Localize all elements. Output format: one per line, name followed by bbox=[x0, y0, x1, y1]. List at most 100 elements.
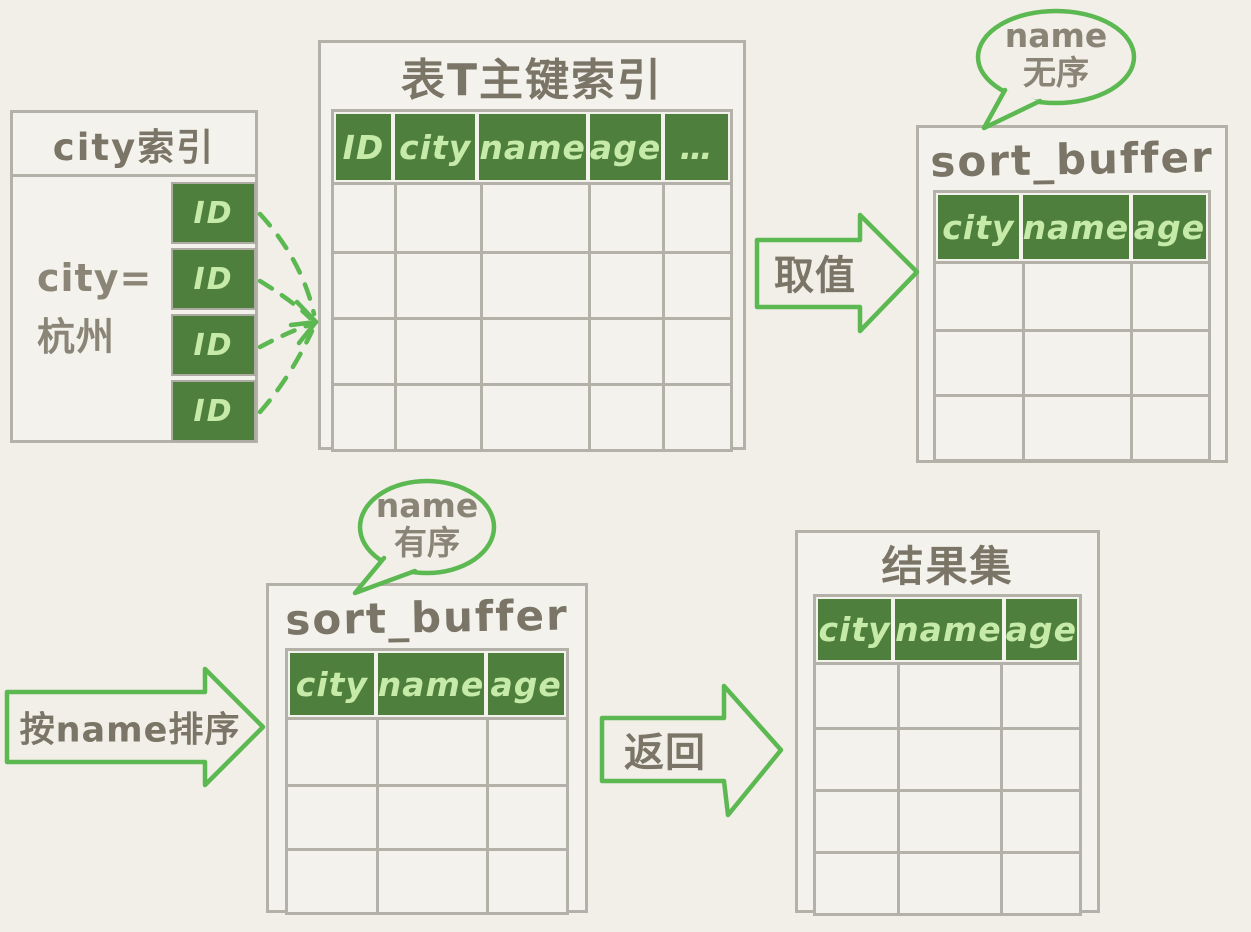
table-body bbox=[288, 717, 566, 912]
table-cell bbox=[662, 317, 730, 383]
table-cell bbox=[588, 251, 662, 317]
sort-buffer-title: sort_buffer bbox=[284, 590, 570, 644]
table-cell bbox=[662, 383, 730, 449]
table-cell bbox=[376, 784, 486, 848]
table-cell bbox=[394, 185, 480, 251]
result-set-title: 结果集 bbox=[881, 542, 1014, 591]
id-lookup-connector-lines bbox=[257, 211, 319, 415]
connector-arrowhead-icon bbox=[288, 299, 319, 346]
table-cell bbox=[1129, 329, 1208, 394]
table-cell bbox=[897, 789, 1000, 851]
id-cell: ID bbox=[171, 314, 256, 376]
table-cell bbox=[1022, 264, 1130, 329]
bubble-line: 有序 bbox=[394, 523, 460, 562]
id-cell-column: ID ID ID ID bbox=[171, 182, 256, 442]
sort-buffer-grid: city name age bbox=[933, 190, 1211, 462]
header-row: ID city name age … bbox=[334, 112, 730, 182]
bubble-line: name bbox=[1004, 16, 1108, 56]
bubble-line: 无序 bbox=[1023, 53, 1089, 92]
table-cell bbox=[486, 784, 566, 848]
column-header-name: name bbox=[895, 599, 1002, 660]
table-cell bbox=[816, 665, 897, 727]
city-index-body: city= 杭州 ID ID ID ID bbox=[13, 177, 256, 442]
column-header-city: city bbox=[938, 195, 1019, 259]
table-cell bbox=[936, 264, 1022, 329]
table-body bbox=[936, 261, 1208, 459]
table-cell bbox=[816, 727, 898, 789]
table-cell bbox=[288, 848, 376, 912]
bubble-text-ordered: name 有序 bbox=[375, 486, 479, 562]
table-cell bbox=[999, 727, 1079, 789]
condition-line: 杭州 bbox=[37, 314, 116, 359]
table-cell bbox=[662, 185, 730, 251]
column-header-age: age bbox=[1005, 599, 1077, 660]
primary-key-grid: ID city name age … bbox=[331, 109, 733, 452]
id-cell: ID bbox=[171, 248, 256, 310]
table-cell bbox=[288, 720, 376, 784]
table-cell bbox=[334, 317, 394, 383]
table-cell bbox=[288, 784, 376, 848]
table-cell bbox=[480, 383, 588, 449]
condition-line: city= bbox=[37, 256, 153, 300]
table-cell bbox=[480, 185, 588, 251]
bubble-text-unordered: name 无序 bbox=[1004, 16, 1108, 92]
table-cell bbox=[897, 727, 1000, 789]
column-header-age: age bbox=[589, 114, 662, 180]
table-cell bbox=[588, 383, 662, 449]
sort-buffer-title: sort_buffer bbox=[929, 132, 1215, 186]
table-cell bbox=[936, 329, 1023, 394]
result-set-table: 结果集 city name age bbox=[795, 530, 1100, 916]
table-cell bbox=[486, 848, 566, 912]
table-cell bbox=[486, 720, 566, 784]
table-cell bbox=[1129, 264, 1208, 329]
id-cell: ID bbox=[171, 182, 256, 244]
table-cell bbox=[999, 665, 1079, 727]
table-cell bbox=[816, 851, 898, 913]
filter-condition: city= 杭州 bbox=[37, 249, 152, 367]
sort-buffer-grid: city name age bbox=[285, 648, 569, 915]
table-body bbox=[816, 662, 1079, 913]
column-header-city: city bbox=[818, 599, 892, 660]
table-cell bbox=[376, 848, 486, 912]
table-cell bbox=[334, 185, 394, 251]
id-cell: ID bbox=[171, 380, 256, 442]
fetch-arrow-label: 取值 bbox=[774, 253, 856, 299]
table-body bbox=[334, 182, 730, 449]
table-cell bbox=[394, 317, 480, 383]
city-index-table: city索引 city= 杭州 ID ID ID ID bbox=[10, 110, 258, 443]
table-cell bbox=[588, 317, 662, 383]
column-header-age: age bbox=[488, 653, 564, 715]
column-header-name: name bbox=[479, 114, 586, 180]
column-header-age: age bbox=[1133, 195, 1206, 259]
table-cell bbox=[1022, 329, 1130, 394]
table-cell bbox=[480, 317, 588, 383]
column-header-id: ID bbox=[336, 114, 391, 180]
table-cell bbox=[588, 185, 662, 251]
result-set-grid: city name age bbox=[813, 594, 1082, 916]
table-cell bbox=[334, 251, 394, 317]
table-cell bbox=[897, 851, 1000, 913]
table-cell bbox=[334, 383, 394, 449]
city-index-title: city索引 bbox=[13, 113, 255, 177]
column-header-city: city bbox=[394, 114, 476, 180]
table-cell bbox=[897, 665, 999, 727]
header-row: city name age bbox=[936, 193, 1208, 261]
column-header-more: … bbox=[665, 114, 728, 180]
sort-buffer-top-table: sort_buffer city name age bbox=[916, 125, 1228, 463]
sort-arrow-label: 按name排序 bbox=[19, 710, 241, 751]
header-row: city name age bbox=[816, 597, 1079, 662]
column-header-name: name bbox=[377, 653, 485, 715]
column-header-city: city bbox=[290, 653, 374, 715]
column-header-name: name bbox=[1022, 195, 1130, 259]
bubble-line: name bbox=[375, 486, 479, 526]
sort-buffer-bottom-table: sort_buffer city name age bbox=[266, 583, 588, 915]
table-cell bbox=[394, 251, 480, 317]
table-cell bbox=[999, 851, 1079, 913]
table-cell bbox=[936, 394, 1023, 459]
table-cell bbox=[662, 251, 730, 317]
table-cell bbox=[999, 789, 1079, 851]
header-row: city name age bbox=[288, 651, 566, 717]
primary-key-table: 表T主键索引 ID city name age … bbox=[318, 40, 746, 452]
table-cell bbox=[1022, 394, 1130, 459]
